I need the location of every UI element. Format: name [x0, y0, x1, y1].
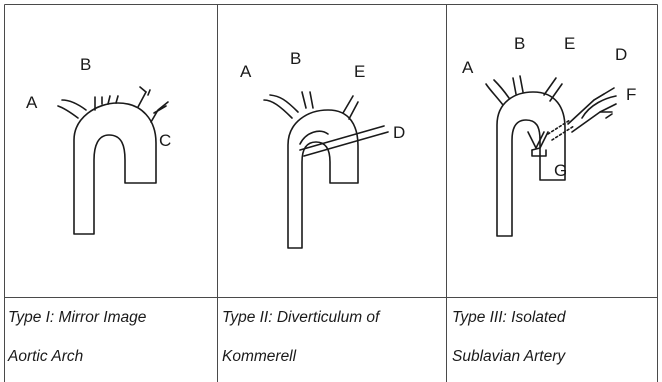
caption-type-3-line1: Type III: Isolated: [452, 310, 565, 326]
label-e-type-2: E: [354, 63, 365, 80]
label-b-type-1: B: [80, 56, 91, 73]
label-a-type-3: A: [462, 59, 473, 76]
label-d-type-3: D: [615, 46, 627, 63]
label-a-type-1: A: [26, 94, 37, 111]
label-c-type-1: C: [159, 132, 171, 149]
caption-type-3-line2: Sublavian Artery: [452, 349, 565, 365]
label-b-type-3: B: [514, 35, 525, 52]
label-e-type-3: E: [564, 35, 575, 52]
label-f-type-3: F: [626, 86, 636, 103]
aortic-arch-type-2: [264, 92, 388, 248]
aortic-arch-type-1: [58, 87, 168, 234]
label-g-type-3: G: [554, 162, 567, 179]
caption-type-2-line1: Type II: Diverticulum of: [222, 310, 379, 326]
label-b-type-2: B: [290, 50, 301, 67]
aortic-arch-type-3: [486, 76, 616, 236]
caption-type-1-line1: Type I: Mirror Image: [8, 310, 146, 326]
caption-type-1-line2: Aortic Arch: [8, 349, 83, 365]
caption-type-2-line2: Kommerell: [222, 349, 296, 365]
label-a-type-2: A: [240, 63, 251, 80]
label-d-type-2: D: [393, 124, 405, 141]
